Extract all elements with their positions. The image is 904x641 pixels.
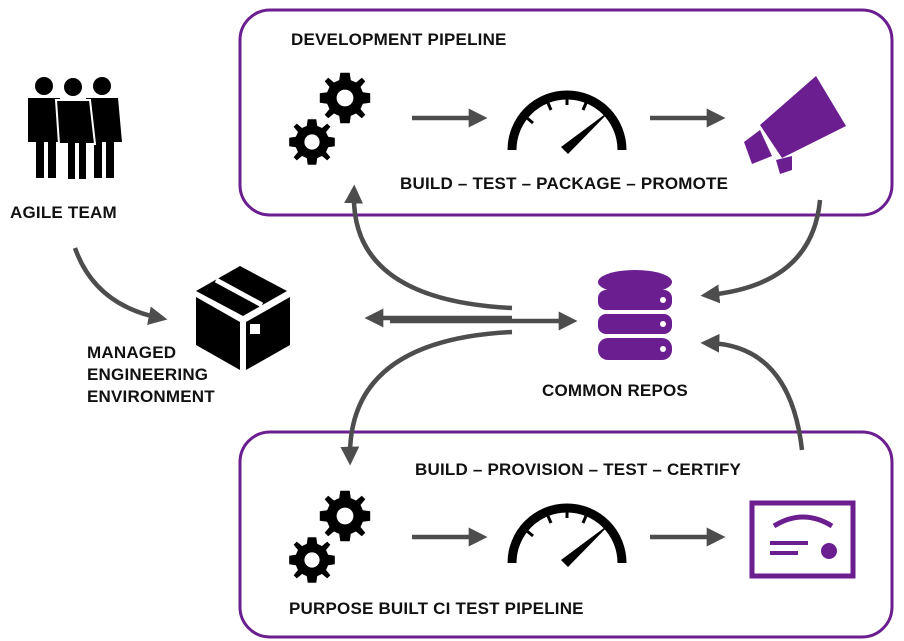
ci-pipeline-steps: BUILD – PROVISION – TEST – CERTIFY bbox=[415, 460, 742, 479]
certificate-icon bbox=[749, 500, 856, 579]
environment-label: MANAGED ENGINEERING ENVIRONMENT bbox=[87, 342, 215, 408]
dev-pipeline-frame bbox=[238, 8, 894, 217]
arrow-to-dev-pipeline bbox=[344, 184, 513, 311]
environment-label-line: ENVIRONMENT bbox=[87, 387, 215, 406]
arrow-team-to-environment bbox=[72, 247, 168, 326]
database-icon bbox=[598, 270, 672, 360]
arrow-to-ci-pipeline bbox=[340, 329, 513, 466]
dev-pipeline-title: DEVELOPMENT PIPELINE bbox=[291, 30, 507, 49]
gears-icon bbox=[289, 72, 371, 165]
speedometer-icon bbox=[507, 90, 627, 154]
gears-icon bbox=[289, 490, 371, 583]
ci-pipeline-frame bbox=[238, 430, 894, 639]
common-repos-label: COMMON REPOS bbox=[542, 381, 688, 400]
dev-pipeline-steps: BUILD – TEST – PACKAGE – PROMOTE bbox=[400, 174, 729, 193]
arrow-ci-to-repos bbox=[700, 333, 805, 451]
ci-pipeline-title: PURPOSE BUILT CI TEST PIPELINE bbox=[289, 599, 584, 618]
environment-label-line: ENGINEERING bbox=[87, 365, 209, 384]
environment-label-line: MANAGED bbox=[87, 343, 177, 362]
megaphone-icon bbox=[744, 76, 846, 174]
speedometer-icon bbox=[507, 503, 627, 567]
agile-team-label: AGILE TEAM bbox=[10, 203, 117, 222]
box-icon bbox=[196, 266, 290, 370]
arrow-dev-to-repos bbox=[700, 199, 823, 304]
people-icon bbox=[28, 76, 122, 181]
